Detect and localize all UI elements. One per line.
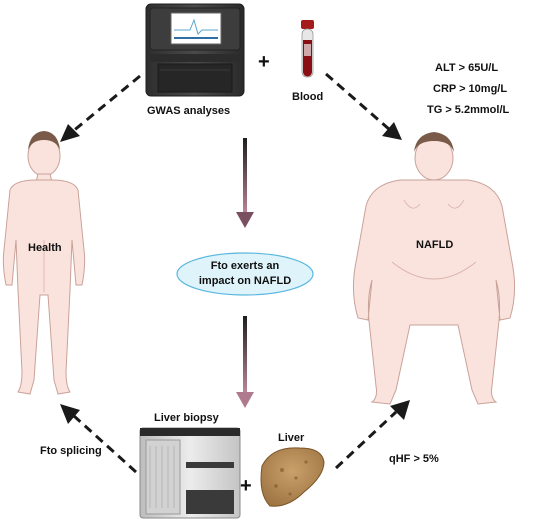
qhf-threshold-label: qHF > 5% [389,453,439,465]
sequencer-device-icon [145,3,245,97]
center-arrow-down-top [236,138,254,228]
plus-sign-bottom: + [240,475,252,497]
health-person-figure [2,131,86,395]
blood-label: Blood [292,91,324,103]
biopsy-instrument-icon [139,427,241,519]
health-label: Health [28,242,62,254]
tg-threshold-label: TG > 5.2mmol/L [427,104,510,116]
liver-organ-icon [260,447,325,507]
liver-label: Liver [278,432,305,444]
nafld-label: NAFLD [416,239,454,251]
nafld-person-figure [352,132,516,405]
central-finding-line2: impact on NAFLD [198,275,292,287]
arrow-gwas-to-health [60,74,141,142]
central-finding-line1: Fto exerts an [210,260,280,273]
fto-splicing-label: Fto splicing [40,445,102,457]
plus-sign-top: + [258,51,270,73]
arrow-liver-to-nafld [334,400,410,470]
crp-threshold-label: CRP > 10mg/L [433,83,508,95]
gwas-label: GWAS analyses [147,105,231,117]
arrow-blood-to-nafld [325,72,402,140]
arrow-biopsy-to-health [60,404,138,474]
blood-tube-icon [301,20,314,78]
central-finding-text: Fto exerts an impact on NAFLD [176,252,314,296]
center-arrow-down-bottom [236,316,254,408]
alt-threshold-label: ALT > 65U/L [435,62,499,74]
liver-biopsy-label: Liver biopsy [154,412,219,424]
central-finding-ellipse [176,252,314,296]
